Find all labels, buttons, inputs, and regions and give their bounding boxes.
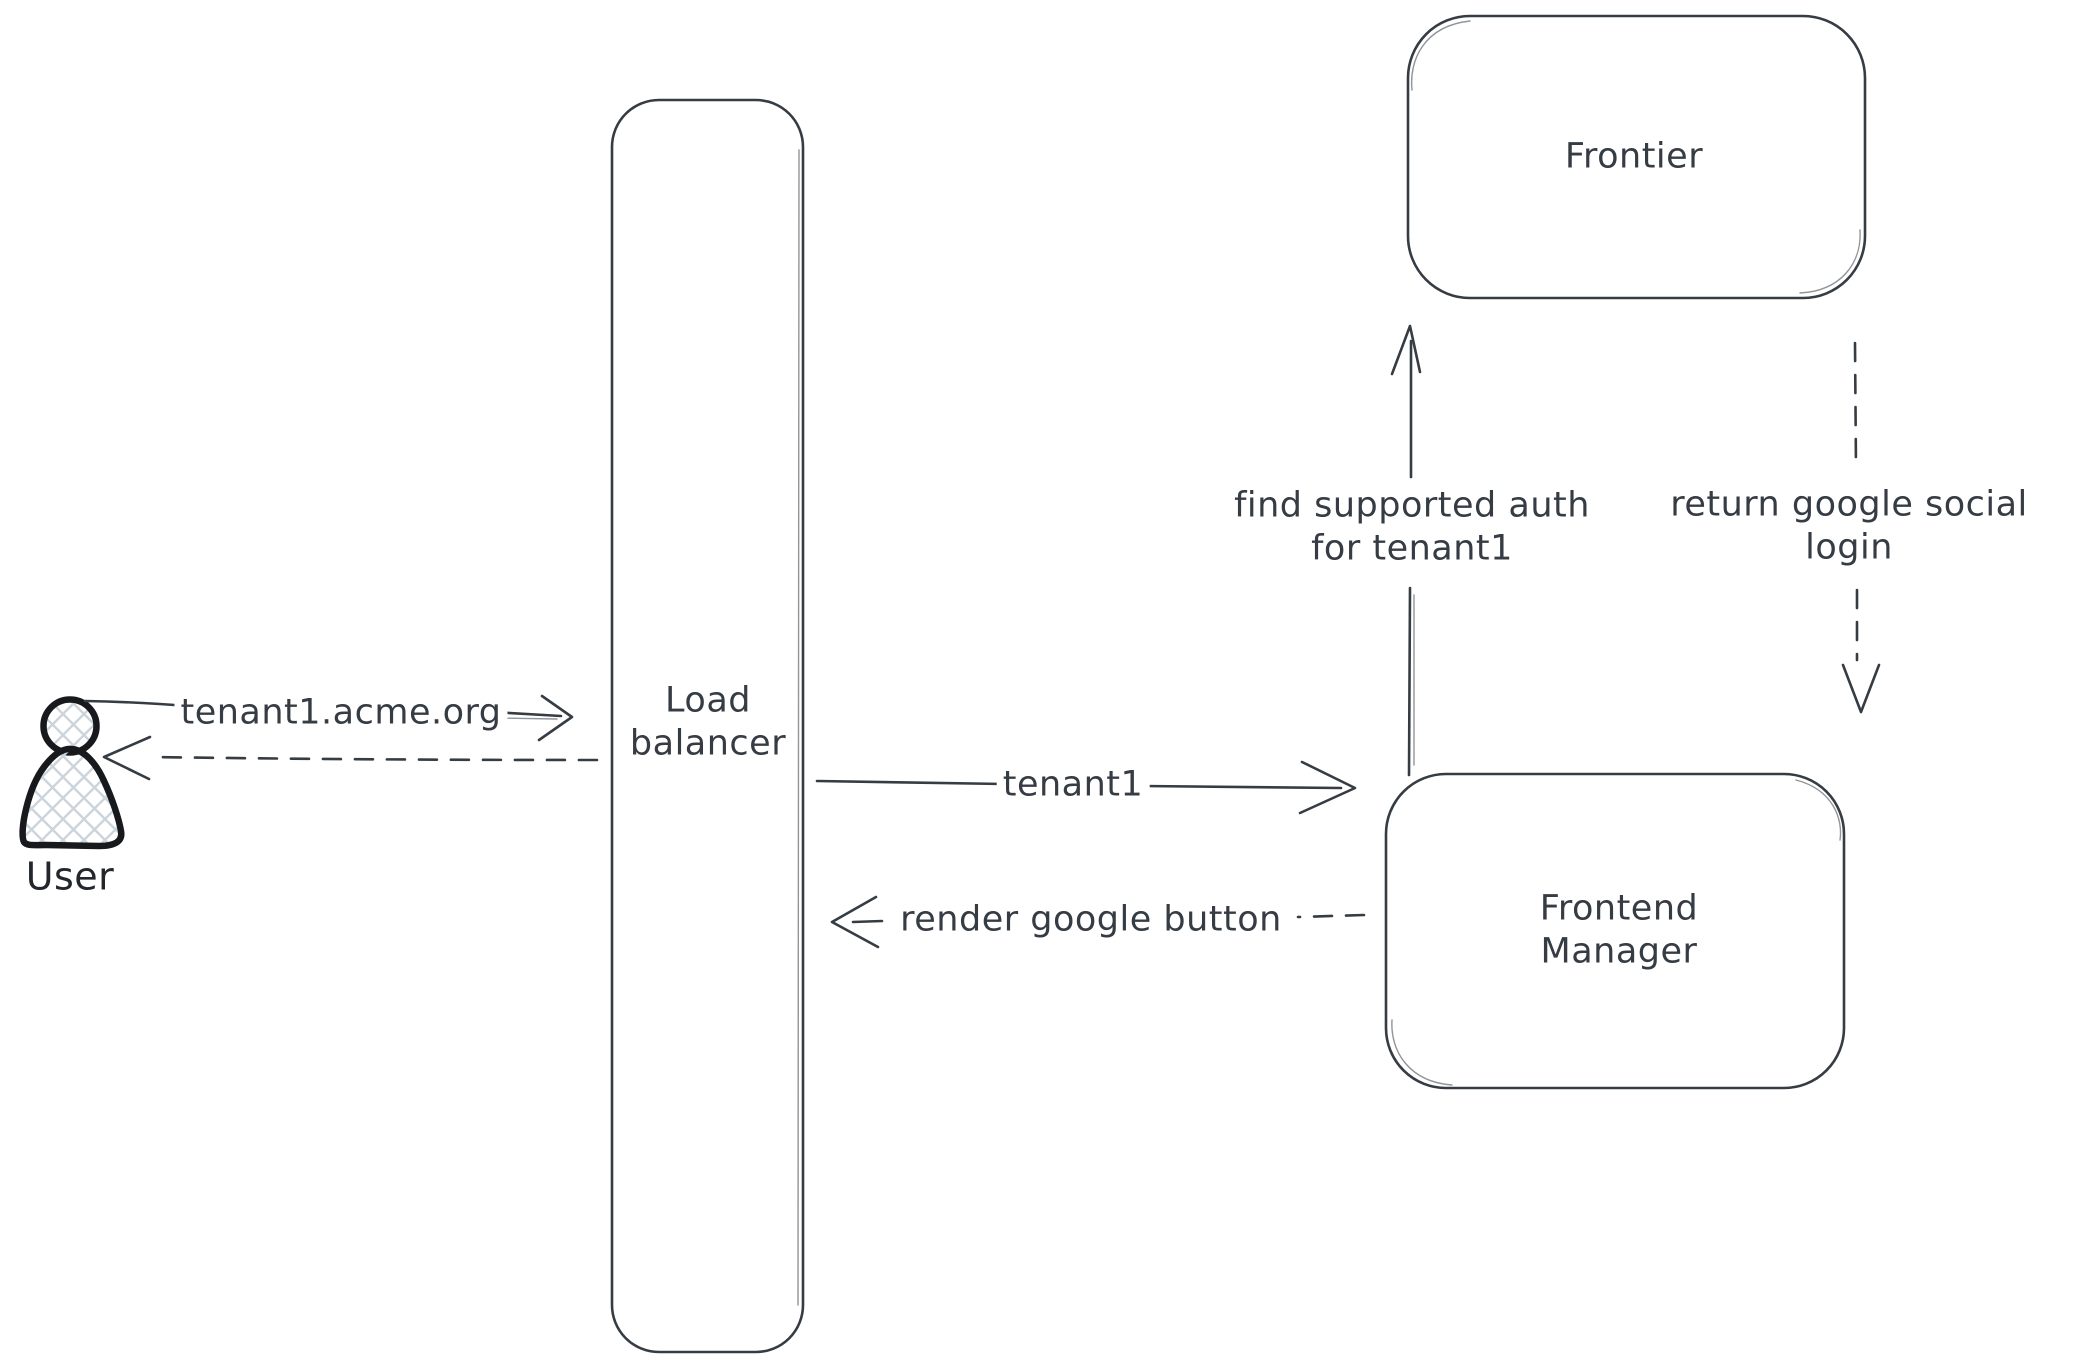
frontend-manager-box (1384, 772, 1846, 1090)
arrow-load-balancer-to-frontend-manager (815, 760, 1357, 815)
message-label-tenant1: tenant1 (996, 763, 1150, 807)
message-label-return-google-social-login: return google social login (1664, 483, 2034, 571)
user-icon (19, 696, 125, 850)
message-label-find-supported-auth-line1: find supported auth (1234, 485, 1590, 526)
message-label-find-supported-auth-line2: for tenant1 (1311, 529, 1513, 569)
frontend-manager-label-line1: Frontend (1539, 888, 1699, 929)
frontier-label: Frontier (1558, 135, 1710, 179)
message-label-return-google-social-login-line1: return google social (1670, 484, 2028, 525)
arrow-frontier-to-frontend-manager (1841, 341, 1881, 714)
load-balancer-label-line2: balancer (629, 724, 787, 764)
message-label-tenant1-acme-org: tenant1.acme.org (174, 691, 508, 735)
arrow-frontend-manager-to-load-balancer (830, 895, 1366, 949)
message-label-find-supported-auth: find supported auth for tenant1 (1228, 484, 1596, 572)
message-label-return-google-social-login-line2: login (1805, 528, 1893, 568)
load-balancer-label-line1: Load (665, 680, 751, 721)
load-balancer-label: Load balancer (623, 679, 793, 767)
user-label: User (25, 854, 115, 899)
frontend-manager-label: Frontend Manager (1533, 887, 1705, 975)
frontend-manager-label-line2: Manager (1540, 932, 1698, 972)
message-label-render-google-button: render google button (894, 898, 1288, 942)
arrow-frontend-manager-to-frontier (1390, 324, 1422, 777)
arrow-load-balancer-to-user (102, 735, 599, 781)
frontier-box (1406, 14, 1867, 300)
